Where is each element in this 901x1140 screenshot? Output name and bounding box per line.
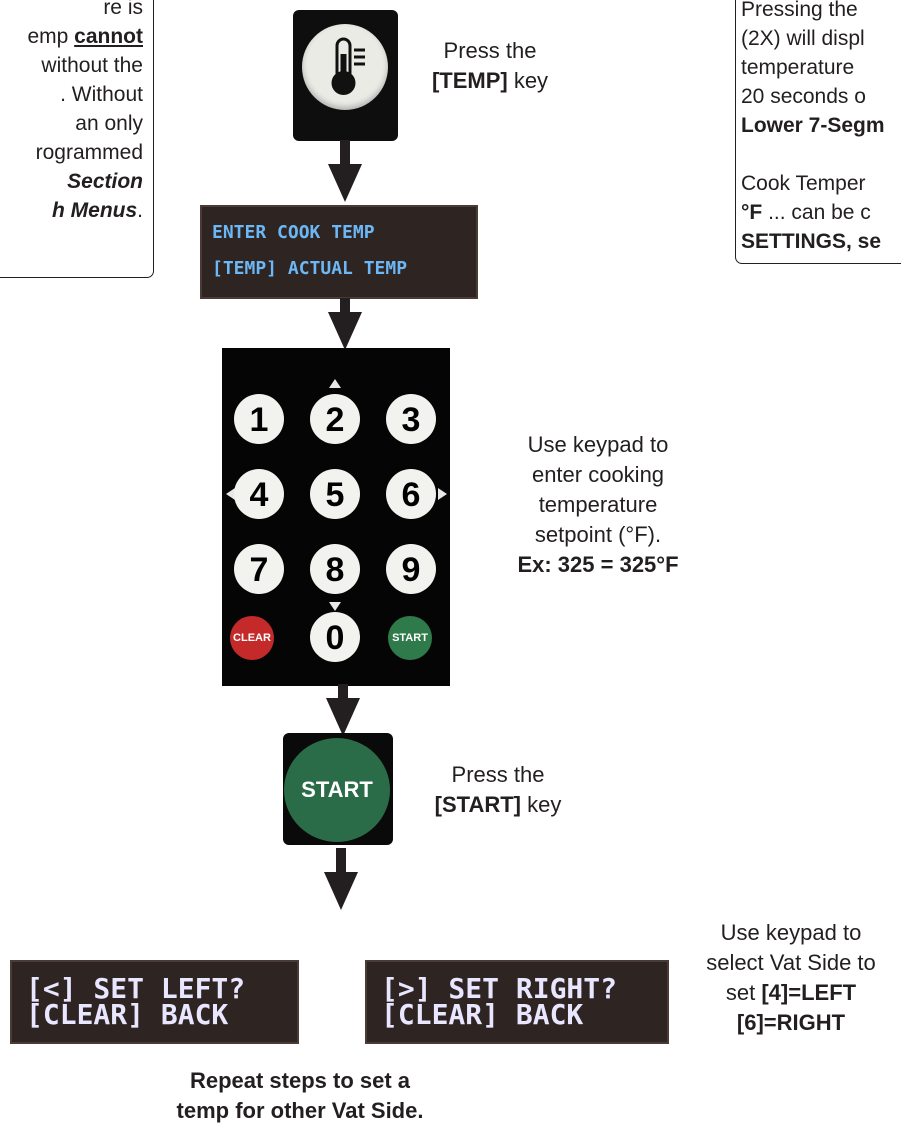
- down-arrow-icon: [328, 140, 362, 202]
- step-side-line-3: set: [725, 980, 762, 1005]
- lcd-left-row-2: [CLEAR] BACK: [26, 998, 229, 1031]
- left-note-line-8-end: .: [137, 199, 143, 222]
- lcd-right-row-1: [>] SET RIGHT?: [381, 972, 618, 1005]
- left-note-line-1: re is: [103, 0, 143, 19]
- right-note-line-3: temperature: [741, 56, 855, 79]
- step-keypad-line-4: setpoint (°F).: [534, 522, 662, 547]
- down-arrow-icon: [326, 684, 360, 736]
- key-5[interactable]: 5: [310, 469, 360, 519]
- start-key-face: START: [284, 738, 390, 842]
- step-temp-caption: Press the [TEMP] key: [405, 36, 575, 96]
- step-keypad-line-2: enter cooking: [531, 462, 665, 487]
- temp-key[interactable]: [293, 10, 398, 141]
- key-2[interactable]: 2: [310, 394, 360, 444]
- right-note-line-6: Cook Temper: [741, 172, 866, 195]
- left-note-line-2: emp: [27, 25, 75, 48]
- up-arrow-icon: [329, 379, 341, 388]
- right-note-line-4: 20 seconds o: [741, 85, 866, 108]
- thermometer-icon: [331, 37, 365, 95]
- step-keypad-line-1: Use keypad to: [527, 432, 669, 457]
- lcd-left-row-1: [<] SET LEFT?: [26, 972, 246, 1005]
- right-note-line-7: ... can be c: [762, 201, 871, 224]
- clear-key[interactable]: CLEAR: [230, 616, 274, 660]
- right-arrow-icon: [438, 488, 447, 500]
- repeat-line-1: Repeat steps to set a: [189, 1068, 411, 1093]
- key-9[interactable]: 9: [386, 544, 436, 594]
- key-3[interactable]: 3: [386, 394, 436, 444]
- left-note-line-4: . Without: [60, 83, 143, 106]
- key-6[interactable]: 6: [386, 469, 436, 519]
- cannot-emphasis: cannot: [74, 25, 143, 48]
- left-note-line-5: an only: [75, 112, 143, 135]
- lcd-set-left: [<] SET LEFT? [CLEAR] BACK: [10, 960, 299, 1044]
- key-1[interactable]: 1: [234, 394, 284, 444]
- right-note-line-8: SETTINGS, se: [741, 230, 882, 253]
- down-arrow-icon: [329, 602, 341, 611]
- key-8[interactable]: 8: [310, 544, 360, 594]
- step-side-caption: Use keypad to select Vat Side to set [4]…: [682, 918, 900, 1038]
- left-note-box: re is emp cannot without the . Without a…: [0, 0, 154, 278]
- step-start-caption: Press the [START] key: [398, 760, 598, 820]
- left-note-line-8: h Menus: [51, 199, 138, 222]
- step-keypad-example: Ex: 325 = 325°F: [517, 552, 679, 577]
- down-arrow-icon: [324, 848, 358, 910]
- left-note-line-7: Section: [67, 170, 143, 193]
- step-temp-line-1: Press the: [443, 38, 537, 63]
- lcd-right-row-2: [CLEAR] BACK: [381, 998, 584, 1031]
- start-key-small[interactable]: START: [388, 616, 432, 660]
- left-arrow-icon: [226, 488, 235, 500]
- key-7[interactable]: 7: [234, 544, 284, 594]
- temp-key-suffix: key: [507, 68, 549, 93]
- temp-key-face: [302, 24, 388, 110]
- step-side-line-2: select Vat Side to: [706, 950, 876, 975]
- step-start-line-1: Press the: [451, 762, 545, 787]
- lcd-enter-cook-temp: ENTER COOK TEMP [TEMP] ACTUAL TEMP: [200, 205, 478, 299]
- key-0[interactable]: 0: [310, 612, 360, 662]
- right-note-line-1: Pressing the: [741, 0, 858, 21]
- right-note-box: Pressing the (2X) will displ temperature…: [735, 0, 901, 264]
- left-note-line-3: without the: [41, 54, 143, 77]
- start-key-suffix: key: [521, 792, 562, 817]
- right-key-mapping: [6]=RIGHT: [736, 1010, 846, 1035]
- repeat-instruction: Repeat steps to set a temp for other Vat…: [60, 1066, 540, 1126]
- repeat-line-2: temp for other Vat Side.: [176, 1098, 424, 1123]
- start-key[interactable]: START: [283, 733, 393, 845]
- down-arrow-icon: [328, 298, 362, 350]
- lcd-cook-row-2: [TEMP] ACTUAL TEMP: [212, 258, 408, 279]
- key-4[interactable]: 4: [234, 469, 284, 519]
- right-note-line-5: Lower 7-Segm: [741, 114, 885, 137]
- step-keypad-caption: Use keypad to enter cooking temperature …: [478, 430, 718, 580]
- lcd-set-right: [>] SET RIGHT? [CLEAR] BACK: [365, 960, 669, 1044]
- right-note-line-7-unit: °F: [741, 201, 763, 224]
- keypad: 1 2 3 4 5 6 7 8 9 CLEAR 0 START: [222, 348, 450, 686]
- right-note-line-2: (2X) will displ: [741, 27, 865, 50]
- left-note-line-6: rogrammed: [35, 141, 143, 164]
- temp-key-label: [TEMP]: [431, 68, 508, 93]
- step-keypad-line-3: temperature: [538, 492, 658, 517]
- start-key-label: [START]: [434, 792, 521, 817]
- lcd-cook-row-1: ENTER COOK TEMP: [212, 222, 375, 243]
- left-key-mapping: [4]=LEFT: [761, 980, 857, 1005]
- step-side-line-1: Use keypad to: [720, 920, 862, 945]
